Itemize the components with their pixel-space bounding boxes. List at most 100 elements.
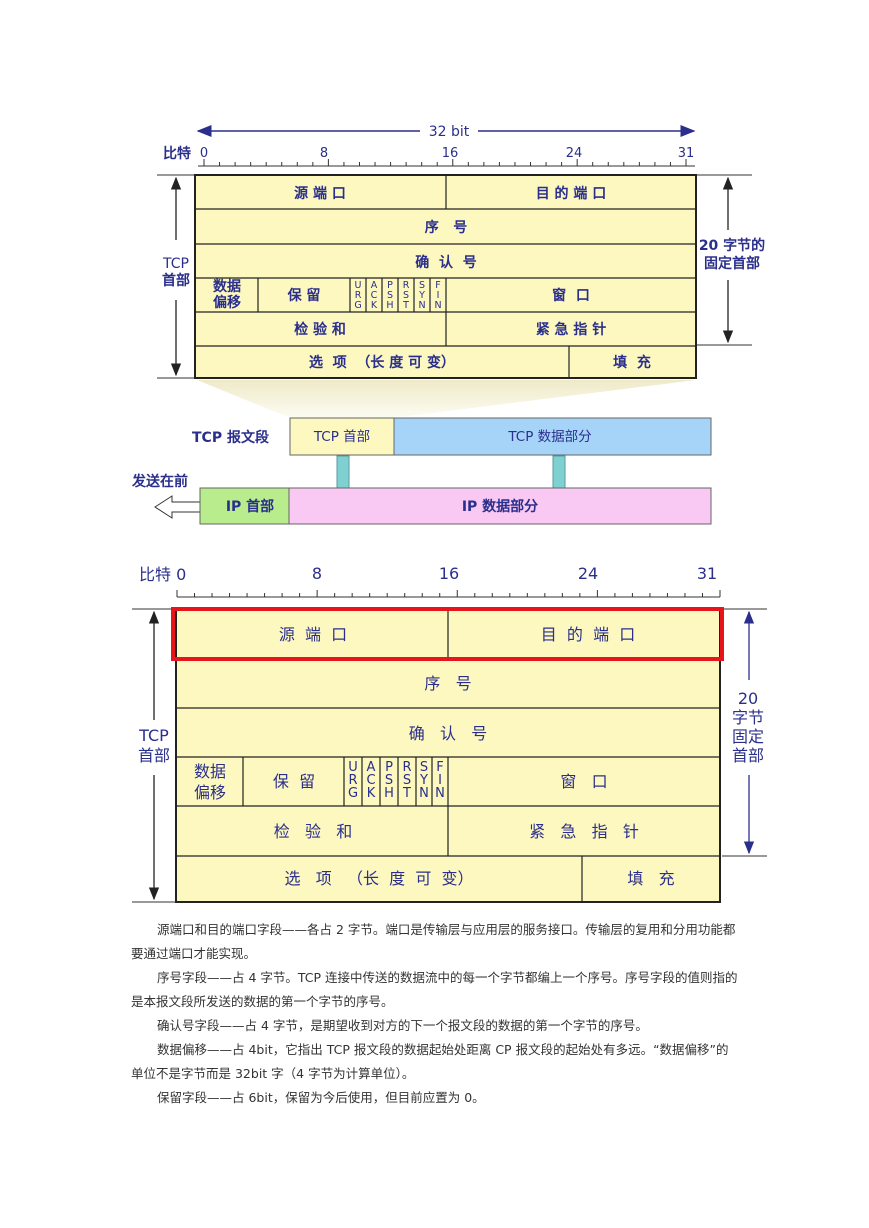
flag-letter: T bbox=[402, 300, 409, 311]
flag-letter: S bbox=[387, 290, 393, 301]
flag-letter: K bbox=[371, 300, 378, 311]
flag-letter: T bbox=[402, 786, 411, 801]
fig1-bit-label: 比特 bbox=[163, 145, 191, 162]
flag-letter: R bbox=[355, 290, 362, 301]
tcp-header-figures: 32 bit 比特 0 8 16 24 31 TCP 首部 20 字节的 固定首… bbox=[131, 124, 767, 903]
fig1-window: 窗 口 bbox=[552, 287, 590, 304]
fig1-offset: 偏移 bbox=[213, 294, 241, 311]
fig1-urgent: 紧 急 指 针 bbox=[536, 321, 607, 338]
paragraph-reserved: 保留字段——占 6bit，保留为今后使用，但目前应置为 0。 bbox=[157, 1090, 485, 1105]
fig2-checksum: 检 验 和 bbox=[274, 822, 353, 841]
flag-letter: P bbox=[387, 280, 393, 291]
flag-letter: S bbox=[403, 290, 409, 301]
fig1-width-label: 32 bit bbox=[429, 124, 470, 140]
fig1-options: 选 项 （长 度 可 变） bbox=[309, 354, 455, 371]
fig1-tcp-data-box bbox=[393, 417, 712, 456]
fig1-right-label: 固定首部 bbox=[704, 255, 760, 272]
flag-letter: C bbox=[371, 290, 378, 301]
flag-letter: Y bbox=[419, 773, 428, 788]
flag-letter: H bbox=[386, 300, 393, 311]
fig2-tick: 16 bbox=[439, 564, 459, 583]
fig1-ip-header: IP 首部 bbox=[226, 498, 274, 515]
fig1-dst-port: 目 的 端 口 bbox=[536, 185, 607, 202]
flag-letter: N bbox=[435, 786, 445, 801]
fig1-src-port: 源 端 口 bbox=[294, 185, 346, 202]
paragraph-ports: 源端口和目的端口字段——各占 2 字节。端口是传输层与应用层的服务接口。传输层的… bbox=[131, 922, 736, 961]
fig2-dst-port: 目 的 端 口 bbox=[541, 625, 636, 644]
fig2-window: 窗 口 bbox=[560, 772, 607, 791]
fig2-ack: 确 认 号 bbox=[409, 724, 488, 743]
fig1-tick: 31 bbox=[678, 146, 695, 161]
flag-letter: S bbox=[385, 773, 393, 788]
fig1-ip-data: IP 数据部分 bbox=[462, 498, 538, 515]
flag-letter: K bbox=[367, 786, 376, 801]
fig1-tick: 16 bbox=[442, 146, 459, 161]
flag-letter: H bbox=[384, 786, 394, 801]
fig2-highlight-box bbox=[171, 607, 724, 661]
fig1-tick: 0 bbox=[200, 146, 208, 161]
fig2-left-label: 首部 bbox=[138, 746, 170, 765]
fig2: 比特 0 8 16 24 31 TCP 首部 20 字节 固定 首部 bbox=[132, 564, 767, 903]
fig1-tick: 8 bbox=[320, 146, 328, 161]
fig1-left-arrow-icon bbox=[154, 495, 201, 519]
flag-letter: F bbox=[436, 760, 443, 775]
fig1-tcp-header-box bbox=[289, 417, 395, 456]
fig1-ip-data-box bbox=[288, 487, 712, 525]
fig1-offset: 数据 bbox=[213, 278, 241, 295]
fig1-tcp-header: TCP 首部 bbox=[313, 429, 370, 445]
fig2-tick: 8 bbox=[312, 564, 322, 583]
fig1-tick: 24 bbox=[566, 146, 583, 161]
fig1-funnel bbox=[197, 380, 696, 418]
flag-letter: U bbox=[355, 280, 362, 291]
fig2-right-label: 字节 bbox=[732, 708, 764, 727]
fig2-right-label: 首部 bbox=[732, 746, 764, 765]
explanation-text: 源端口和目的端口字段——各占 2 字节。端口是传输层与应用层的服务接口。传输层的… bbox=[131, 918, 741, 1110]
fig2-reserved: 保 留 bbox=[273, 772, 315, 791]
flag-letter: S bbox=[403, 773, 411, 788]
fig1-ack: 确 认 号 bbox=[415, 254, 477, 271]
flag-letter: Y bbox=[418, 290, 425, 301]
fig1-tcp-data: TCP 数据部分 bbox=[507, 429, 591, 445]
fig1-padding: 填 充 bbox=[613, 354, 651, 371]
fig2-options: 选 项 （长 度 可 变） bbox=[284, 869, 473, 888]
fig1: 32 bit 比特 0 8 16 24 31 TCP 首部 20 字节的 固定首… bbox=[131, 124, 765, 525]
fig2-right-label: 固定 bbox=[732, 727, 764, 746]
fig1-send-first: 发送在前 bbox=[131, 473, 188, 490]
fig1-ruler bbox=[203, 159, 687, 166]
fig1-reserved: 保 留 bbox=[287, 287, 321, 304]
fig1-segment-label: TCP 报文段 bbox=[192, 429, 269, 446]
flag-letter: F bbox=[435, 280, 440, 291]
paragraph-offset: 数据偏移——占 4bit，它指出 TCP 报文段的数据起始处距离 CP 报文段的… bbox=[131, 1042, 729, 1081]
fig1-header-grid bbox=[194, 174, 697, 379]
fig1-ip-header-box bbox=[199, 487, 290, 525]
flag-letter: R bbox=[348, 773, 357, 788]
fig2-tick: 31 bbox=[697, 564, 717, 583]
fig2-header-grid bbox=[175, 608, 721, 903]
fig2-left-label: TCP bbox=[138, 726, 169, 745]
fig2-src-port: 源 端 口 bbox=[279, 625, 347, 644]
flag-letter: N bbox=[434, 300, 441, 311]
fig1-right-label: 20 字节的 bbox=[699, 237, 765, 254]
flag-letter: I bbox=[438, 773, 442, 788]
flag-letter: R bbox=[402, 760, 411, 775]
flag-letter: S bbox=[419, 280, 425, 291]
flag-letter: A bbox=[371, 280, 378, 291]
fig2-offset: 偏移 bbox=[194, 783, 226, 802]
flag-letter: U bbox=[348, 760, 358, 775]
fig2-seq: 序 号 bbox=[424, 674, 471, 693]
fig2-tick: 24 bbox=[578, 564, 598, 583]
flag-letter: N bbox=[418, 300, 425, 311]
flag-letter: I bbox=[437, 290, 440, 301]
fig2-ruler bbox=[176, 590, 721, 597]
flag-letter: P bbox=[385, 760, 393, 775]
flag-letter: G bbox=[354, 300, 361, 311]
flag-letter: N bbox=[419, 786, 429, 801]
fig2-urgent: 紧 急 指 针 bbox=[529, 822, 639, 841]
fig2-bit-label: 比特 0 bbox=[139, 565, 186, 584]
flag-letter: G bbox=[348, 786, 358, 801]
fig1-seq: 序 号 bbox=[425, 219, 468, 236]
paragraph-seq: 序号字段——占 4 字节。TCP 连接中传送的数据流中的每一个字节都编上一个序号… bbox=[131, 970, 738, 1009]
fig2-offset: 数据 bbox=[194, 762, 226, 781]
